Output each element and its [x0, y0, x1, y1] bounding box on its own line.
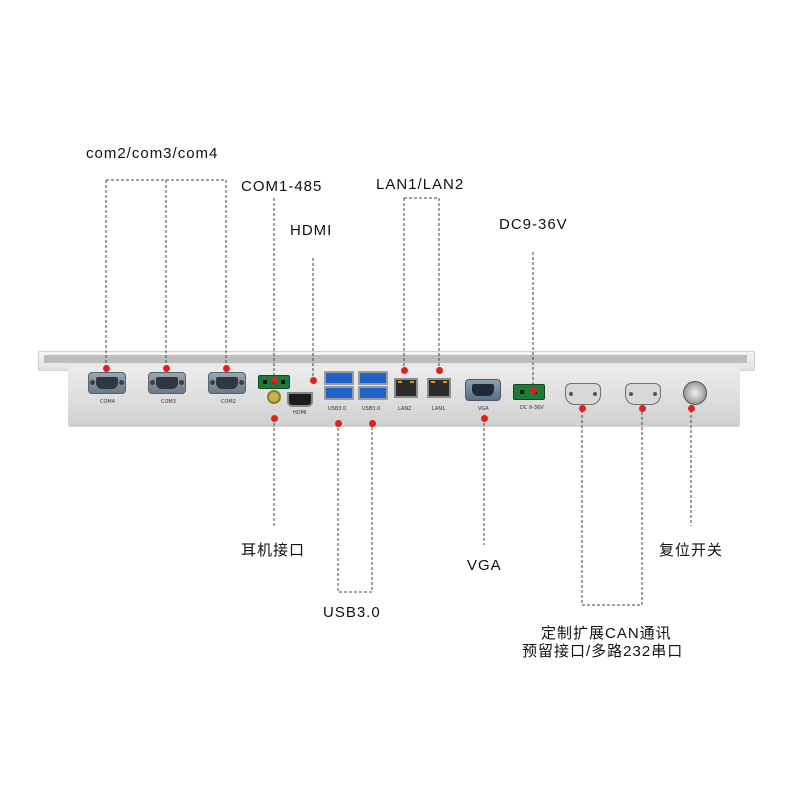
label-audio-jack: 耳机接口	[241, 542, 306, 559]
vga-port	[465, 379, 501, 401]
callout-dot-slot-2	[638, 404, 646, 412]
com4-silkscreen: COM4	[100, 399, 115, 405]
label-reserved-rs232: 预留接口/多路232串口	[522, 643, 684, 660]
dc-silkscreen: DC 9-36V	[520, 405, 544, 411]
hdmi-silkscreen: HDMI	[293, 410, 307, 416]
callout-dot-com4	[102, 364, 110, 372]
callout-dot-com1-485	[270, 376, 278, 384]
com3-port	[148, 372, 186, 394]
callout-dot-lan1	[435, 366, 443, 374]
leader-com234	[105, 179, 227, 368]
leader-usb	[337, 423, 373, 593]
hdmi-port	[287, 392, 313, 407]
reset-button	[683, 381, 707, 405]
label-lan1-lan2: LAN1/LAN2	[376, 176, 465, 193]
label-com1-485: COM1-485	[241, 178, 323, 195]
usb-port-2	[324, 386, 354, 400]
label-can-expansion: 定制扩展CAN通讯	[541, 625, 672, 642]
lan1-silkscreen: LAN1	[432, 406, 446, 412]
label-reset-switch: 复位开关	[659, 542, 724, 559]
callout-dot-slot-1	[578, 404, 586, 412]
usb-port-1	[324, 371, 354, 385]
callout-dot-lan2	[400, 366, 408, 374]
usb-port-3	[358, 371, 388, 385]
callout-dot-com3	[162, 364, 170, 372]
callout-dot-usb-a	[334, 419, 342, 427]
panel-screen-edge	[44, 355, 747, 363]
lan2-port	[394, 378, 418, 398]
label-hdmi: HDMI	[290, 222, 333, 239]
label-vga: VGA	[467, 557, 502, 574]
lan2-silkscreen: LAN2	[398, 406, 412, 412]
audio-jack	[267, 390, 281, 404]
callout-dot-vga	[480, 414, 488, 422]
callout-dot-com2	[222, 364, 230, 372]
callout-dot-hdmi	[309, 376, 317, 384]
com2-silkscreen: COM2	[221, 399, 236, 405]
callout-dot-reset	[687, 404, 695, 412]
callout-dot-dc	[529, 386, 537, 394]
usb-b-silkscreen: USB3.0	[362, 406, 381, 412]
leader-lan	[403, 197, 440, 370]
com4-port	[88, 372, 126, 394]
usb-port-4	[358, 386, 388, 400]
reserved-slot-2	[625, 383, 661, 405]
label-usb3: USB3.0	[323, 604, 381, 621]
label-com2-com3-com4: com2/com3/com4	[86, 145, 219, 162]
label-dc9-36v: DC9-36V	[499, 216, 568, 233]
vga-silkscreen: VGA	[478, 406, 489, 412]
lan1-port	[427, 378, 451, 398]
callout-dot-audio	[270, 414, 278, 422]
usb-a-silkscreen: USB3.0	[328, 406, 347, 412]
com2-port	[208, 372, 246, 394]
com3-silkscreen: COM3	[161, 399, 176, 405]
callout-dot-usb-b	[368, 419, 376, 427]
leader-can	[581, 410, 643, 606]
